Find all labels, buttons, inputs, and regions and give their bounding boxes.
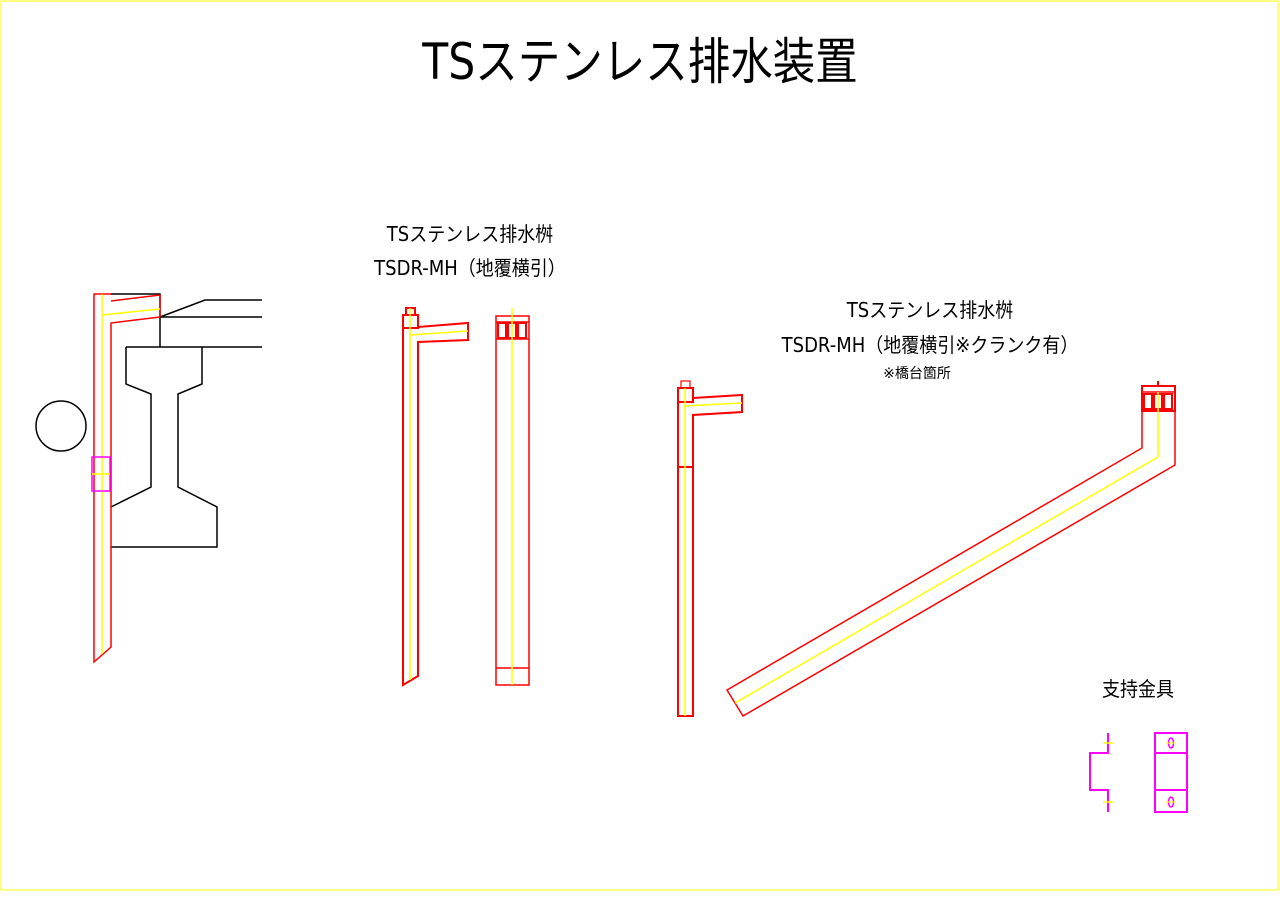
drawing-title: TSステンレス排水装置 [422,33,858,91]
drain-pipe [93,293,161,664]
support-bracket [1089,732,1188,813]
middle-model: TSDR-MH（地覆横引） [374,256,566,280]
right-note: ※橋台箇所 [883,366,951,382]
middle-drain-side [402,307,469,687]
bracket-front-view [1154,732,1188,813]
section-view-bridge [35,293,262,664]
middle-drain-front [495,308,530,686]
right-model: TSDR-MH（地覆横引※クランク有） [781,333,1079,357]
bracket-side-view [1089,733,1109,812]
right-label: TSステンレス排水桝 [846,298,1014,322]
middle-label: TSステンレス排水桝 [386,222,554,246]
right-drain-side [677,380,743,717]
bracket-label: 支持金具 [1102,677,1174,701]
circle-marker [35,400,87,452]
i-beam-left [110,347,152,508]
right-drain-crank [725,381,1176,718]
i-beam-right [111,347,218,548]
girder-structure [35,293,262,548]
